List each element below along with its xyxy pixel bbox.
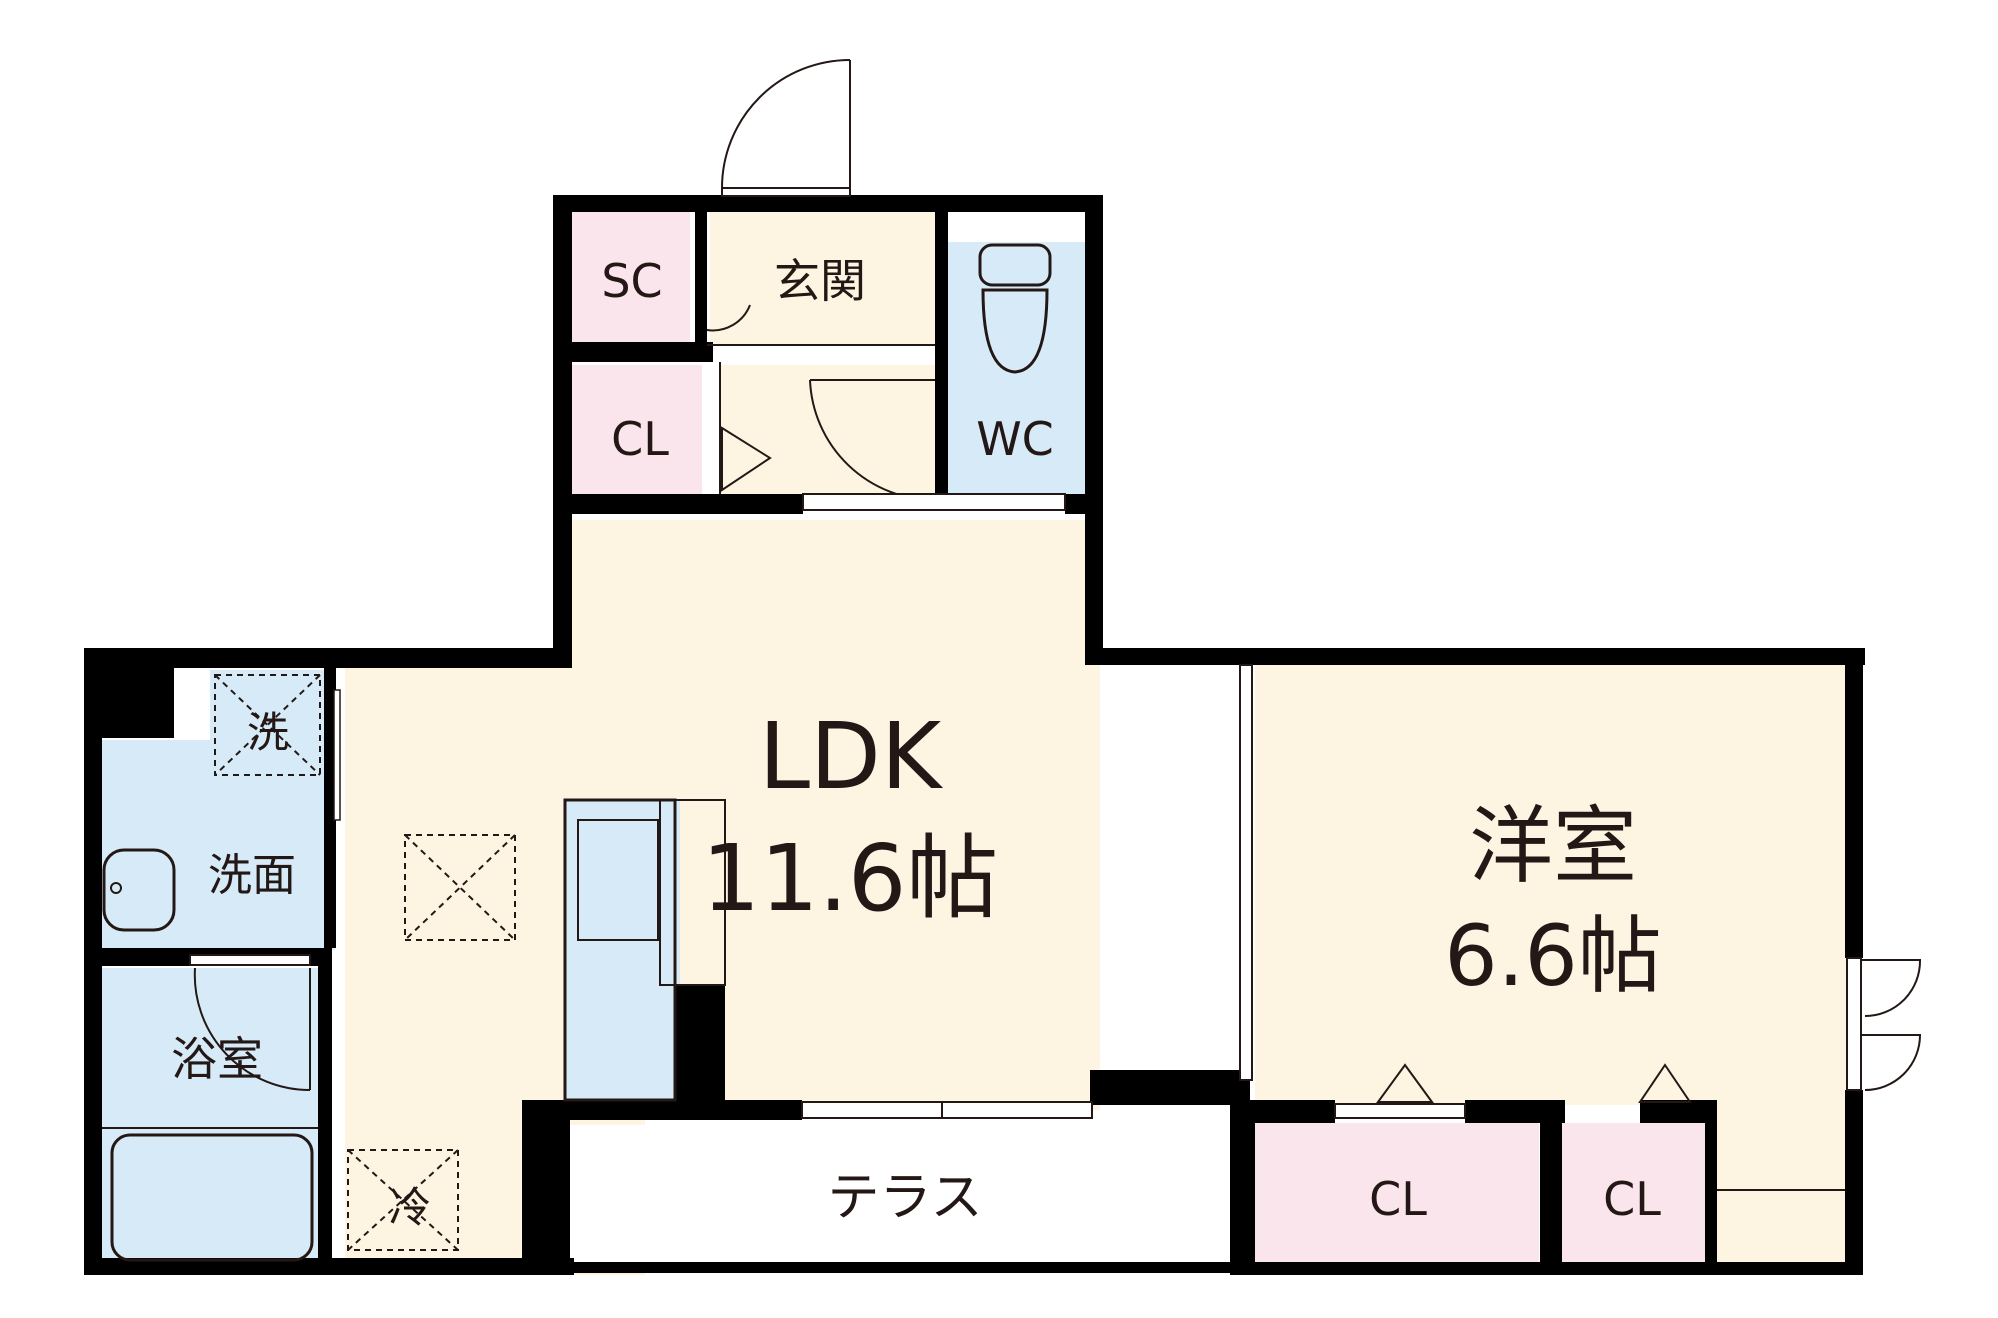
east-window-swing bbox=[1861, 959, 1922, 1017]
hall-floor bbox=[720, 365, 940, 500]
entry-closet-label: CL bbox=[611, 412, 669, 466]
wall bbox=[1540, 1100, 1562, 1275]
closet-1-label: CL bbox=[1369, 1172, 1427, 1226]
labels: LDK 11.6帖 洋室 6.6帖 玄関 SC CL WC 洗面 洗 浴室 冷 … bbox=[171, 254, 1662, 1232]
fixtures bbox=[102, 59, 1922, 1262]
toilet-tank bbox=[978, 243, 1052, 287]
washroom-floor-west bbox=[100, 740, 220, 950]
ceiling-marker bbox=[404, 834, 516, 941]
fridge-space bbox=[347, 1149, 459, 1251]
washroom-floor bbox=[210, 670, 335, 950]
wall bbox=[1640, 1100, 1710, 1123]
wall bbox=[695, 212, 707, 342]
east-window-swing bbox=[1861, 1034, 1922, 1091]
closet-door-marker bbox=[1376, 1063, 1434, 1103]
washer-space bbox=[214, 674, 321, 776]
wall bbox=[553, 342, 713, 362]
east-window bbox=[1846, 957, 1862, 1091]
front-door-sill bbox=[721, 187, 851, 197]
wall bbox=[522, 1100, 570, 1275]
ldk-size: 11.6帖 bbox=[702, 825, 999, 932]
front-door-swing bbox=[721, 59, 851, 189]
walls bbox=[84, 195, 1865, 1275]
entrance-floor bbox=[710, 212, 935, 345]
wall-pillar bbox=[84, 648, 174, 738]
closet-2-floor bbox=[1560, 1123, 1705, 1268]
washbasin bbox=[102, 848, 176, 932]
western-room-name: 洋室 bbox=[1469, 797, 1637, 895]
wall bbox=[935, 212, 948, 502]
shoe-closet-floor bbox=[572, 212, 690, 342]
kitchen-counter bbox=[565, 800, 680, 1100]
wall bbox=[570, 1262, 1235, 1273]
bathtub bbox=[110, 1133, 314, 1262]
entry-closet-floor bbox=[572, 365, 702, 495]
western-room-size: 6.6帖 bbox=[1444, 907, 1662, 1005]
wc-label: WC bbox=[976, 412, 1054, 466]
wall bbox=[1235, 1262, 1863, 1275]
closet-2-label: CL bbox=[1603, 1172, 1661, 1226]
closet-1-door bbox=[1334, 1103, 1466, 1119]
fridge-label: 冷 bbox=[389, 1183, 431, 1232]
kitchen-sink bbox=[577, 819, 659, 941]
wall bbox=[1235, 1100, 1335, 1123]
wall bbox=[1085, 195, 1103, 665]
washer-cross bbox=[214, 674, 321, 776]
wall bbox=[1090, 1070, 1250, 1105]
bathroom-floor bbox=[100, 968, 318, 1268]
wall bbox=[84, 648, 572, 668]
wall bbox=[675, 985, 725, 1105]
kitchen-counter-outline bbox=[563, 798, 677, 1102]
wall bbox=[84, 1258, 574, 1275]
closet-1-floor bbox=[1254, 1123, 1539, 1268]
wall bbox=[522, 1100, 802, 1120]
shoe-closet-label: SC bbox=[601, 254, 662, 308]
wall bbox=[1705, 1100, 1717, 1275]
terrace-floor bbox=[570, 1125, 1230, 1273]
closet-door-marker bbox=[1638, 1063, 1692, 1103]
fridge-cross bbox=[347, 1149, 459, 1251]
entrance-label: 玄関 bbox=[774, 254, 866, 308]
ldk-name: LDK bbox=[759, 703, 944, 810]
bathroom-label: 浴室 bbox=[171, 1032, 263, 1086]
sliding-partition bbox=[1239, 664, 1253, 1081]
wall bbox=[1845, 648, 1863, 958]
kitchen-upper bbox=[659, 799, 726, 986]
wall bbox=[1230, 1100, 1255, 1275]
washbasin-drain bbox=[110, 882, 122, 894]
western-room-floor-se bbox=[1710, 1100, 1855, 1270]
fridge-cross bbox=[347, 1149, 459, 1251]
wall bbox=[324, 668, 336, 948]
ldk-doorway bbox=[802, 493, 1066, 511]
washer-cross bbox=[214, 674, 321, 776]
washroom-label: 洗面 bbox=[208, 850, 296, 901]
ceiling-marker-cross bbox=[404, 834, 516, 941]
floor-fills bbox=[100, 212, 1855, 1275]
washroom-door bbox=[333, 689, 341, 821]
wall bbox=[1085, 648, 1865, 665]
western-room-floor bbox=[1255, 665, 1855, 1105]
wall bbox=[318, 948, 332, 1273]
sc-door-swing bbox=[706, 304, 751, 332]
terrace-label: テラス bbox=[828, 1168, 983, 1228]
ldk-window bbox=[801, 1101, 1093, 1119]
wall bbox=[1845, 1090, 1863, 1275]
wall bbox=[553, 195, 1103, 212]
wall bbox=[553, 494, 803, 514]
bath-door-swing bbox=[193, 967, 311, 1092]
washer-label: 洗 bbox=[247, 708, 289, 757]
bath-door bbox=[189, 954, 311, 966]
ceiling-marker-cross bbox=[404, 834, 516, 941]
toilet-bowl bbox=[981, 288, 1049, 374]
cl-door-marker bbox=[721, 426, 772, 492]
wall bbox=[1065, 494, 1103, 514]
wall bbox=[553, 195, 572, 665]
